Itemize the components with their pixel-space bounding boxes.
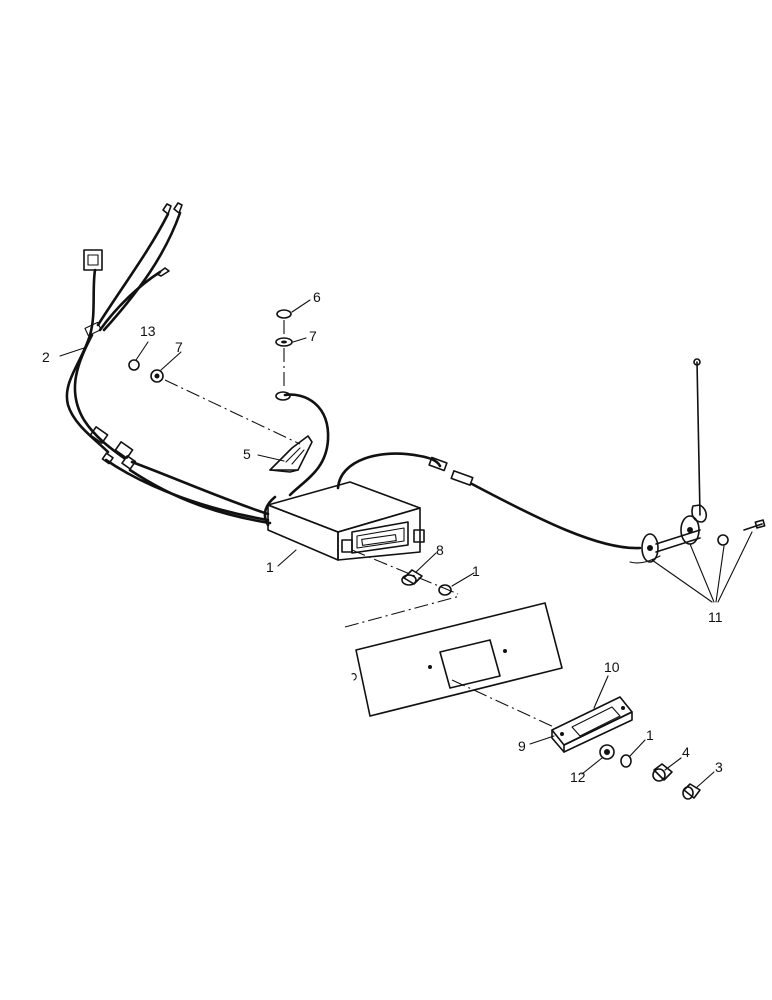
radio-control-shafts [341,529,425,553]
callout-1-nut: 1 [472,563,480,579]
antenna-lead [336,452,442,490]
callout-1-radio: 1 [266,559,274,575]
dashboard-panel [344,595,563,717]
antenna-cable [470,482,642,550]
callout-9: 9 [518,738,526,754]
callout-12: 12 [570,769,586,785]
radio-dial-window [351,521,409,554]
callout-1-knob-nut: 1 [646,727,654,743]
callout-3: 3 [715,759,723,775]
bracket-ground-lead [283,393,330,497]
bracket-stud-hardware [275,309,293,401]
callout-5: 5 [243,446,251,462]
callout-4: 4 [682,744,690,760]
spacer-and-nut [351,549,459,596]
antenna-assembly [629,358,766,603]
callout-6: 6 [313,289,321,305]
wiring-harness [65,202,272,525]
harness-plug [83,249,103,271]
callout-7-left: 7 [175,339,183,355]
radio-lead-loop [263,495,277,527]
callout-8: 8 [436,542,444,558]
mounting-bracket [269,435,313,473]
callout-7-top: 7 [309,328,317,344]
radio-receiver [267,481,425,561]
callout-11: 11 [708,609,723,625]
callout-2: 2 [42,349,50,365]
harness-fork-terminals [156,202,183,277]
callout-10: 10 [604,659,620,675]
callout-leaders [59,299,715,789]
knob-hardware [599,744,701,800]
left-nut-washer [128,359,301,445]
callout-13: 13 [140,323,156,339]
inline-fuse-holder [89,426,137,470]
antenna-lead-connector [428,456,474,486]
bezel-plate [451,679,633,753]
